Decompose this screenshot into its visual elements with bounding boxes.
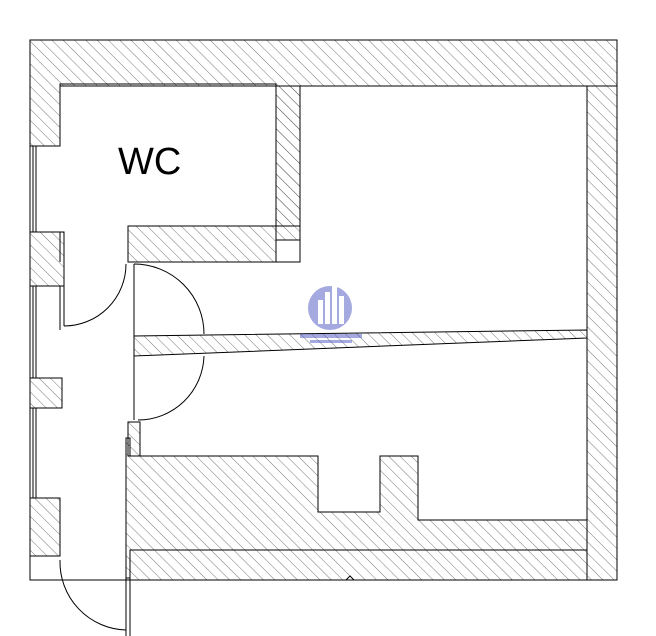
wall-hatch — [29, 39, 618, 581]
door-wc — [63, 263, 127, 327]
window-bottom — [29, 407, 37, 499]
interior-partition — [133, 329, 588, 357]
window-middle — [29, 285, 37, 379]
building-logo-icon — [300, 286, 362, 343]
door-upper-room — [133, 263, 205, 336]
door-lower-room — [133, 355, 205, 421]
door-entrance — [59, 559, 131, 636]
window-top — [29, 145, 37, 233]
wc-room-label: WC — [118, 141, 182, 183]
wall-mark — [345, 575, 355, 581]
